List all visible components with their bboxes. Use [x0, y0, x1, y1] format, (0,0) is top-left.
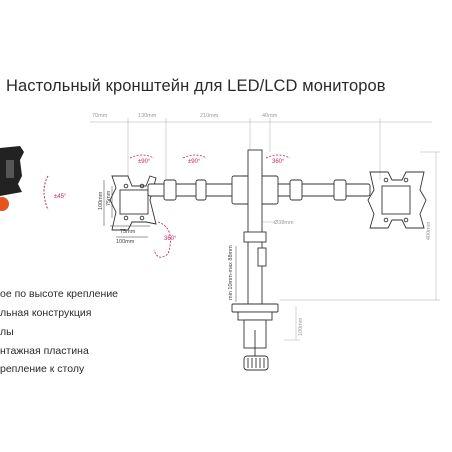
pole-diameter-label: Ø38mm: [274, 220, 294, 226]
vesa-height-100: 100mm: [98, 191, 104, 210]
page-title: Настольный кронштейн для LED/LCD монитор…: [6, 77, 386, 95]
left-vesa-plate: [109, 175, 157, 231]
total-height-label: 400mm: [426, 221, 432, 240]
dim-210: 210mm: [200, 113, 219, 119]
middle-rotation-label: ±90°: [188, 159, 201, 165]
feature-item: репление к столу: [0, 363, 85, 375]
right-vesa-plate: [367, 171, 427, 229]
dim-40: 40mm: [262, 113, 278, 119]
vesa-rotation-label: 360°: [164, 236, 177, 242]
vesa-width-75: 75mm: [120, 229, 136, 235]
dim-70: 70mm: [92, 113, 108, 119]
clamp-range-label: min 10mm-max 88mm: [228, 245, 234, 300]
feature-item: ое по высоте крепление: [0, 288, 119, 300]
right-rotation-label: 360°: [272, 159, 285, 165]
vesa-width-100: 100mm: [116, 239, 135, 245]
feature-item: нтажная пластина: [0, 345, 89, 357]
desk-clamp: [231, 303, 279, 371]
dim-130: 130mm: [138, 113, 157, 119]
base-height-label: 100mm: [298, 317, 304, 336]
left-rotation-label: ±90°: [138, 159, 151, 165]
product-thumbnail: [0, 146, 24, 211]
feature-item: льная конструкция: [0, 307, 92, 319]
feature-item: лы: [0, 326, 14, 338]
tilt-angle-label: ±45°: [54, 194, 67, 200]
vertical-pole: [243, 149, 267, 311]
vesa-height-75: 75mm: [106, 190, 112, 206]
